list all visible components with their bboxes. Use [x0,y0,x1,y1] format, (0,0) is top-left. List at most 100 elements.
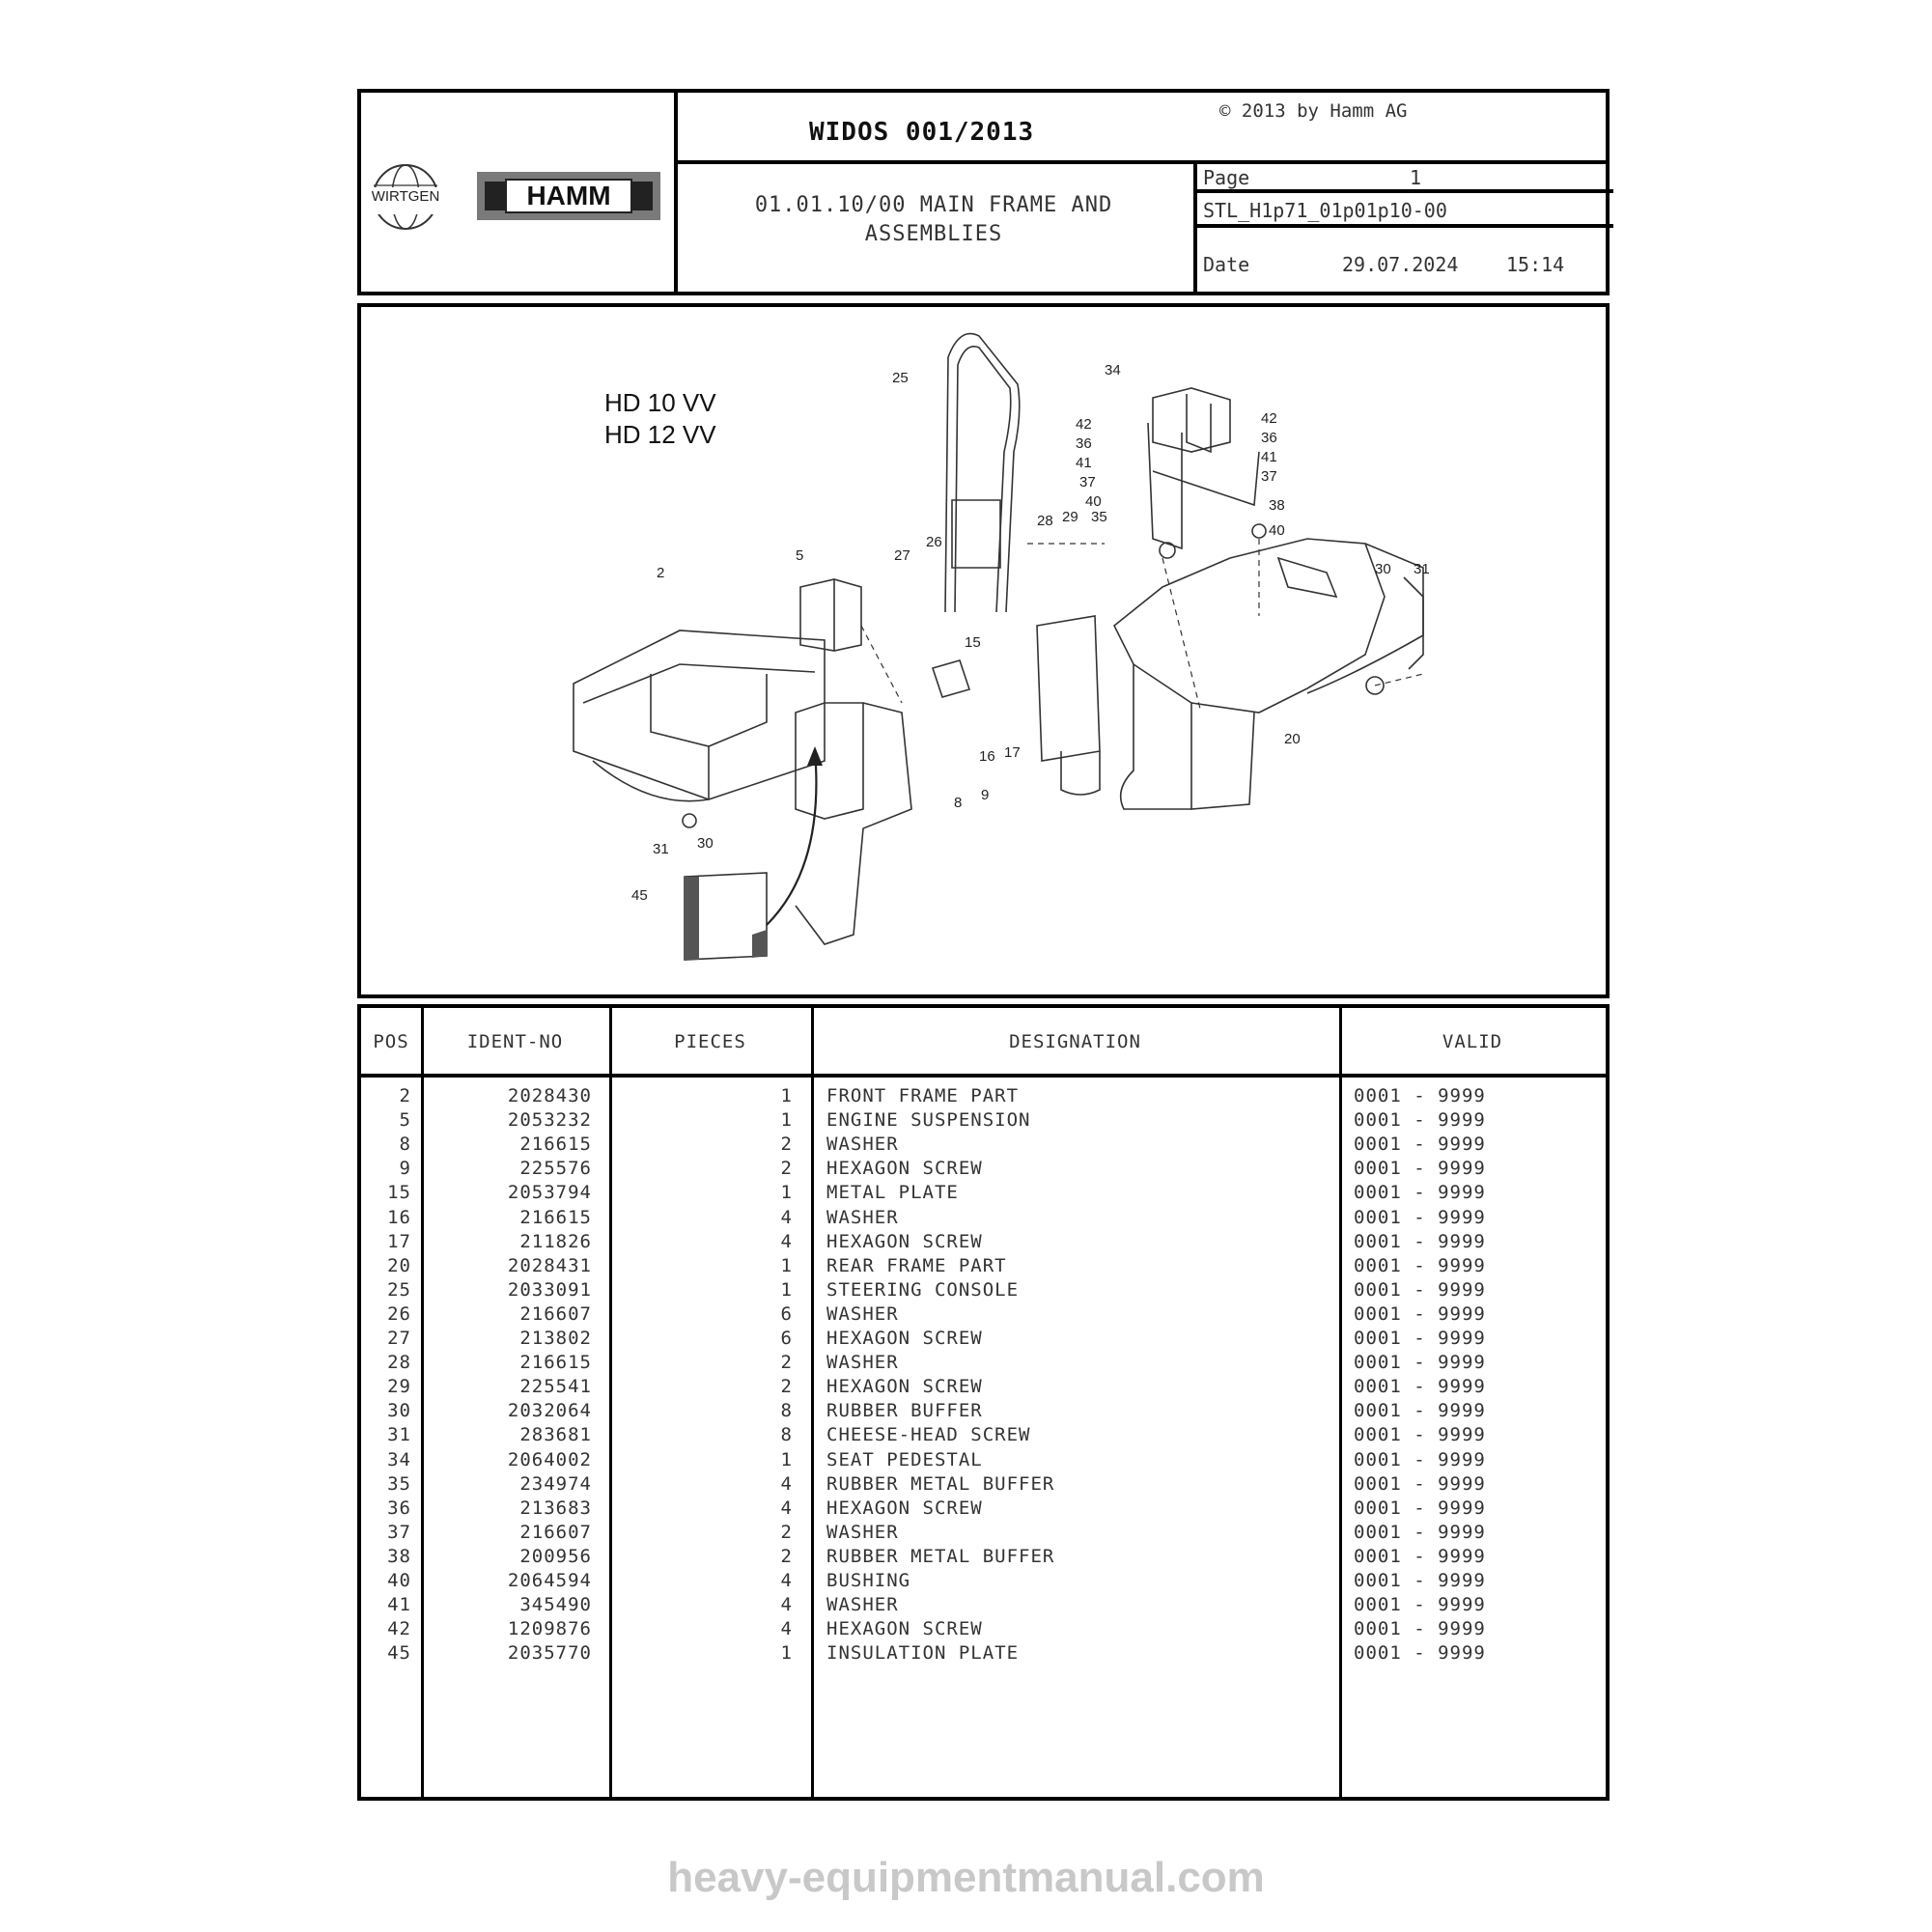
pos-cell: 29 [387,1376,411,1398]
callout-29: 29 [1062,509,1078,525]
designation-cell: HEXAGON SCREW [826,1376,983,1398]
pos-cell: 36 [387,1497,411,1519]
valid-cell: 0001 - 9999 [1354,1642,1486,1665]
valid-cell: 0001 - 9999 [1354,1570,1486,1591]
designation-cell: RUBBER METAL BUFFER [826,1545,1055,1567]
page-subtitle: 01.01.10/00 MAIN FRAME AND ASSEMBLIES [674,191,1193,249]
ident-cell: 2028430 [507,1085,592,1106]
callout-25: 25 [892,370,909,386]
valid-cell: 0001 - 9999 [1354,1230,1486,1252]
valid-cell: 0001 - 9999 [1354,1182,1486,1204]
callout-41a: 41 [1076,455,1092,471]
date-label: Date [1203,253,1250,276]
insulation-plate [684,872,768,961]
header-block: WIRTGEN HAMM WIDOS 001/2013 © 2013 by Ha… [357,89,1613,295]
callout-36b: 36 [1261,430,1277,446]
designation-cell: RUBBER METAL BUFFER [826,1472,1055,1495]
col-divider [609,1008,612,1797]
callout-30a: 30 [697,835,714,852]
pos-cell: 26 [387,1302,411,1325]
pieces-cell: 6 [780,1328,793,1349]
callout-20: 20 [1284,731,1301,747]
designation-cell: RUBBER BUFFER [826,1400,983,1422]
pos-cell: 42 [387,1618,411,1640]
valid-cell: 0001 - 9999 [1354,1134,1486,1156]
page-row: Page 1 [1197,160,1613,193]
callout-42a: 42 [1076,416,1092,433]
pos-cell: 34 [387,1448,411,1470]
pieces-cell: 1 [780,1182,793,1204]
copyright: © 2013 by Hamm AG [1219,100,1408,122]
pieces-cell: 2 [780,1521,793,1543]
designation-cell: ENGINE SUSPENSION [826,1109,1031,1132]
callout-17: 17 [1004,744,1021,761]
pieces-cell: 2 [780,1158,793,1180]
designation-cell: HEXAGON SCREW [826,1328,983,1349]
ident-cell: 2035770 [507,1642,592,1665]
pos-cell: 25 [387,1278,411,1301]
time-value: 15:14 [1506,253,1565,276]
pos-cell: 45 [387,1642,411,1665]
callouts: 25 34 42 36 41 37 40 35 28 29 26 27 5 2 … [631,362,1430,904]
valid-cell: 0001 - 9999 [1354,1328,1486,1349]
designation-cell: INSULATION PLATE [826,1642,1020,1665]
callout-15: 15 [965,634,981,651]
pieces-cell: 2 [780,1352,793,1374]
page-number: 1 [1410,166,1422,189]
callout-2: 2 [657,565,664,581]
callout-28: 28 [1037,513,1053,529]
ident-cell: 2064002 [507,1448,592,1470]
callout-45: 45 [631,887,648,904]
designation-cell: CHEESE-HEAD SCREW [826,1424,1031,1446]
ident-cell: 2028431 [507,1254,592,1276]
designation-cell: HEXAGON SCREW [826,1618,983,1640]
subtitle-cell: 01.01.10/00 MAIN FRAME AND ASSEMBLIES [674,160,1193,292]
pieces-cell: 4 [780,1497,793,1519]
pos-cell: 38 [387,1545,411,1567]
callout-9: 9 [981,787,989,803]
callout-40a: 40 [1085,493,1102,510]
pos-cell: 17 [387,1230,411,1252]
valid-cell: 0001 - 9999 [1354,1472,1486,1495]
pos-cell: 9 [399,1158,411,1180]
pos-cell: 41 [387,1594,411,1616]
pieces-cell: 4 [780,1618,793,1640]
valid-cell: 0001 - 9999 [1354,1109,1486,1132]
callout-36a: 36 [1076,435,1092,452]
frame-parts [573,332,1424,945]
ident-cell: 234974 [519,1472,592,1495]
ident-cell: 2053794 [507,1182,592,1204]
ident-cell: 216607 [519,1521,592,1543]
ident-cell: 216607 [519,1302,592,1325]
callout-38: 38 [1269,497,1285,514]
ident-cell: 200956 [519,1545,592,1567]
pos-cell: 31 [387,1424,411,1446]
valid-cell: 0001 - 9999 [1354,1448,1486,1470]
ident-cell: 216615 [519,1352,592,1374]
col-header-designation: DESIGNATION [1009,1031,1141,1052]
title-cell: WIDOS 001/2013 © 2013 by Hamm AG [674,93,1610,164]
ident-cell: 2053232 [507,1109,592,1132]
callout-16: 16 [979,748,995,765]
valid-cell: 0001 - 9999 [1354,1352,1486,1374]
ident-cell: 213683 [519,1497,592,1519]
designation-cell: HEXAGON SCREW [826,1158,983,1180]
callout-26: 26 [926,534,942,550]
pieces-cell: 1 [780,1448,793,1470]
valid-cell: 0001 - 9999 [1354,1424,1486,1446]
pos-cell: 27 [387,1328,411,1349]
